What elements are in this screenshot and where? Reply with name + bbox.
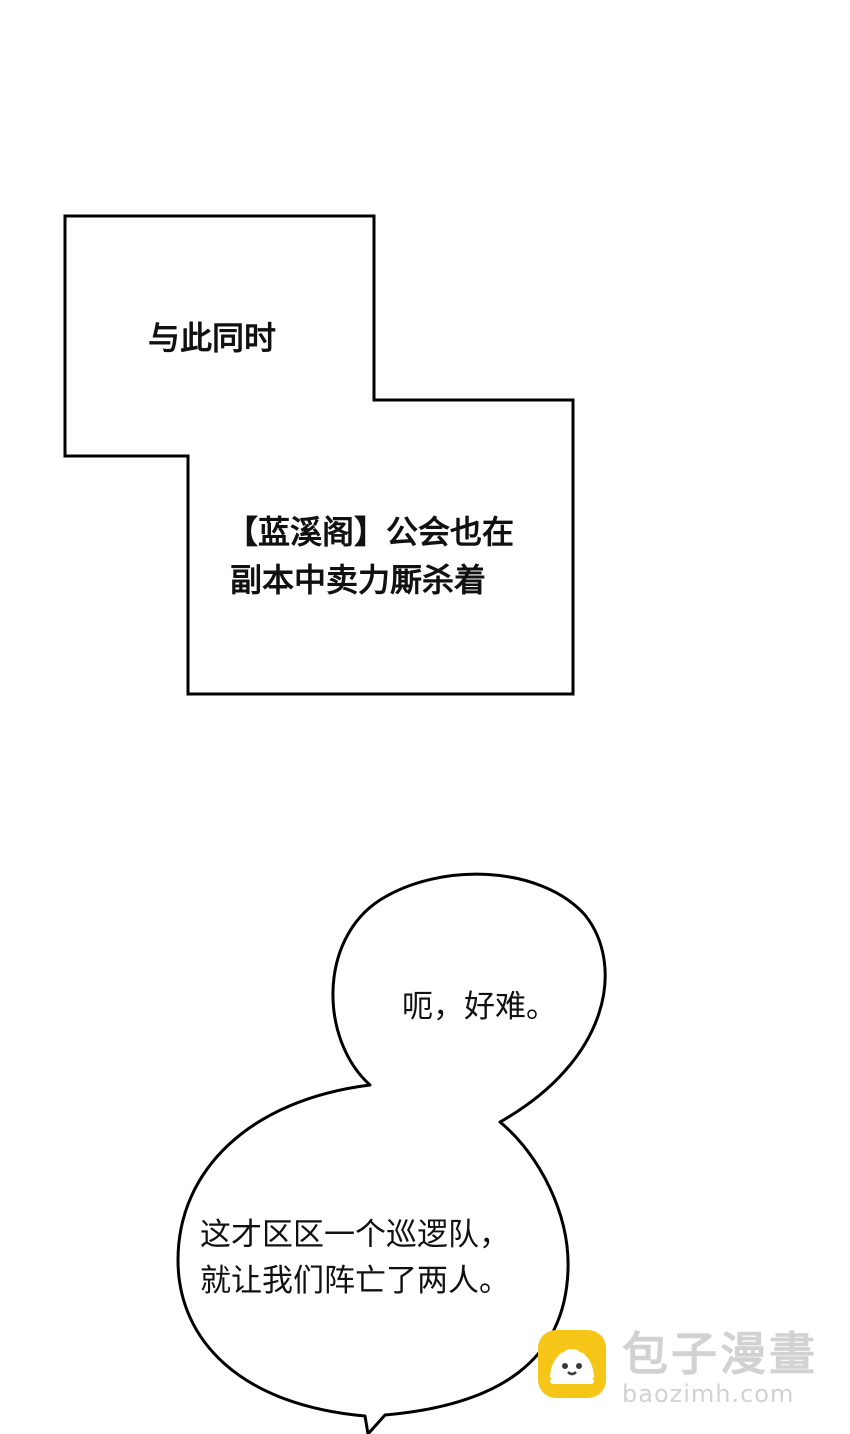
- caption-text-line-3: 副本中卖力厮杀着: [230, 561, 487, 599]
- caption-text-line-1: 与此同时: [148, 319, 277, 357]
- site-watermark: 包子漫畫 baozimh.com: [536, 1328, 826, 1408]
- watermark-site-name: 包子漫畫: [622, 1327, 818, 1381]
- watermark-domain: baozimh.com: [622, 1380, 795, 1408]
- caption-box-outline: [63, 214, 575, 696]
- speech-bubble-outline: [176, 872, 607, 1434]
- speech-text-small: 呃，好难。: [402, 989, 557, 1025]
- speech-text-large-line-1: 这才区区一个巡逻队，: [200, 1217, 510, 1253]
- speech-text-large-line-2: 就让我们阵亡了两人。: [200, 1263, 510, 1299]
- caption-text-line-2: 【蓝溪阁】公会也在: [226, 513, 515, 551]
- bun-logo-icon: [538, 1330, 606, 1398]
